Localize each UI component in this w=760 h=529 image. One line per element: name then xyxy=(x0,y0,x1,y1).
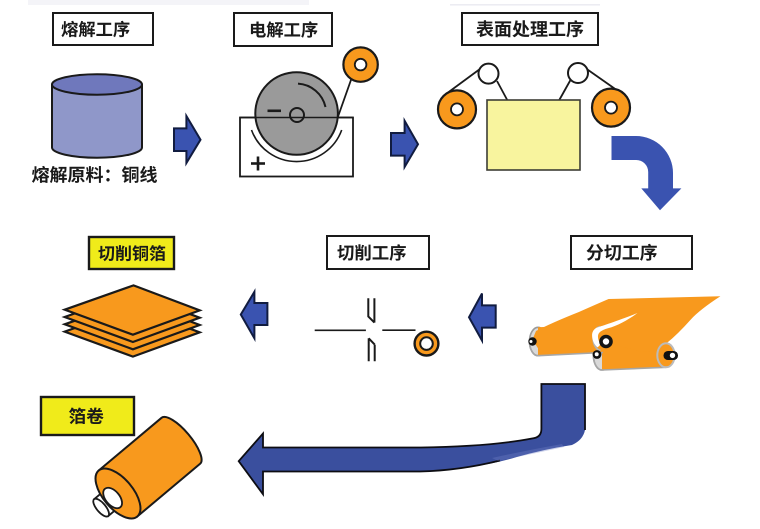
step-surface-treatment: 表面处理工序 xyxy=(436,12,632,171)
arrow-melting-to-electrolysis xyxy=(173,112,202,167)
melting-label xyxy=(61,20,130,38)
slit-web xyxy=(532,296,721,352)
electrolysis-cell-icon xyxy=(239,46,379,178)
arrow-electrolysis-to-surface xyxy=(390,117,420,171)
foil-web-line xyxy=(336,78,353,118)
front-roll-left-axle-hole xyxy=(594,352,599,357)
web-lines xyxy=(445,66,616,101)
step-melting: 熔解工序 熔解原料：铜线 xyxy=(31,12,158,183)
step-cut-foil: 切削铜箔 xyxy=(61,235,203,358)
slitting-icon xyxy=(528,296,721,371)
melting-note xyxy=(31,165,158,183)
takeup-roller-hub xyxy=(353,57,368,72)
right-idler xyxy=(567,62,589,84)
arrow-surface-to-slitting xyxy=(611,136,682,211)
arrow-slitting-to-cutting xyxy=(467,293,497,345)
core-front xyxy=(102,486,123,510)
anode-plus-sign xyxy=(251,156,265,171)
drum-axle-circle xyxy=(289,107,305,123)
treatment-tank xyxy=(486,99,581,171)
anode-arc xyxy=(250,129,343,163)
upper-blade xyxy=(367,298,376,324)
melting-label-box xyxy=(52,12,154,46)
slit-gap xyxy=(592,313,638,348)
left-roller-hub xyxy=(450,102,464,117)
cylinder-top xyxy=(51,73,143,96)
cylinder-body xyxy=(51,83,143,159)
electrolysis-label xyxy=(250,21,318,38)
surface-label xyxy=(476,20,584,38)
front-roll-right-axle-hole xyxy=(669,352,676,359)
step-foil-roll: 箔卷 xyxy=(39,395,203,520)
slitting-label xyxy=(586,243,657,261)
right-roller-hub xyxy=(604,100,618,115)
top-edge-artifact-right xyxy=(450,4,600,6)
web-line-right-outer xyxy=(585,67,616,90)
foil-roll-icon xyxy=(92,415,203,520)
big-arrow-outline xyxy=(237,383,586,498)
arrow-cutting-to-cutfoil xyxy=(239,288,269,343)
cutting-label xyxy=(337,244,406,261)
step-electrolysis: 电解工序 xyxy=(233,12,379,178)
top-edge-artifact-left xyxy=(28,0,309,5)
lower-blade xyxy=(367,337,376,362)
back-roll-left-axle-hole xyxy=(529,340,533,343)
electrolysis-label-box xyxy=(233,12,333,47)
left-idler xyxy=(477,62,500,85)
cathode-drum xyxy=(254,71,339,156)
arrow-slitting-to-foilroll xyxy=(237,383,586,498)
front-roll-bottom-edge xyxy=(592,355,667,371)
cut-foil-label xyxy=(98,245,166,262)
core-cap xyxy=(92,497,110,518)
web-line-left-inner xyxy=(496,80,509,101)
back-roll-right-axle xyxy=(599,334,613,349)
web-line-left-outer xyxy=(445,66,483,95)
cutting-icon xyxy=(314,298,440,362)
foil-sheet-1 xyxy=(61,284,203,336)
foil-roll-label xyxy=(68,407,104,425)
drum-rotation-arc xyxy=(297,82,327,108)
web-line-right-inner xyxy=(558,79,572,101)
foil-sheets-icon xyxy=(61,284,203,358)
foil-roll-label-box xyxy=(39,395,136,437)
surface-treatment-icon xyxy=(436,62,632,171)
cutter-roller-hub xyxy=(419,336,434,351)
big-arrow-blend-artifact xyxy=(492,444,564,461)
step-cutting: 切削工序 xyxy=(314,235,440,362)
step-slitting: 分切工序 xyxy=(528,235,721,371)
cutting-label-box xyxy=(326,235,430,270)
copper-ingot-cylinder-icon xyxy=(51,73,143,159)
big-arrow-fill xyxy=(238,384,585,495)
